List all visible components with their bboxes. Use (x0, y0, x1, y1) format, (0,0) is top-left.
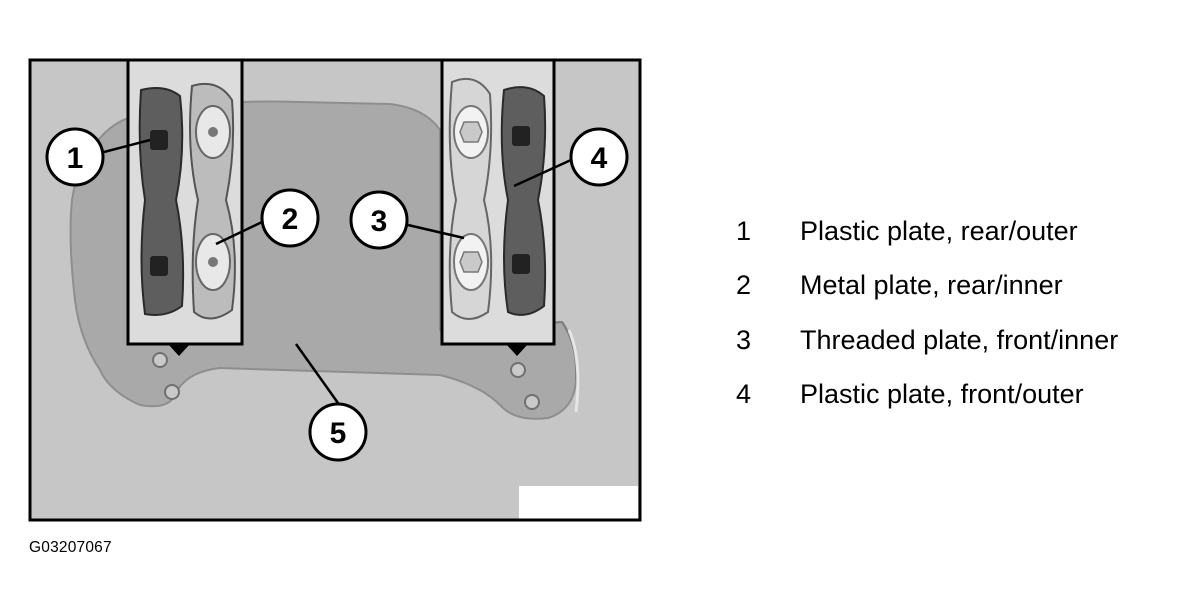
callout-3-label: 3 (371, 205, 388, 238)
legend-number: 2 (736, 270, 752, 301)
legend-item: 2 Metal plate, rear/inner (736, 259, 1186, 314)
callout-2: 2 (260, 188, 320, 248)
diagram-figure: 1 2 3 4 5 (28, 58, 642, 522)
callout-1: 1 (45, 127, 105, 187)
legend-text: Plastic plate, front/outer (800, 379, 1084, 410)
legend-number: 3 (736, 324, 752, 355)
callout-5: 5 (308, 402, 368, 462)
legend-item: 4 Plastic plate, front/outer (736, 368, 1186, 423)
plate-3-hex-top (459, 121, 483, 143)
legend-item: 3 Threaded plate, front/inner (736, 313, 1186, 368)
plate-1-stud-bottom (150, 256, 168, 276)
legend-text: Threaded plate, front/inner (800, 324, 1119, 355)
plate-2-hole-bottom (208, 257, 218, 267)
headrest-edge-highlight (567, 329, 580, 413)
leader-lines (103, 138, 572, 404)
parts-legend: 1 Plastic plate, rear/outer 2 Metal plat… (736, 204, 1186, 422)
photo-border (28, 58, 642, 522)
callout-1-label: 1 (67, 142, 84, 175)
plate-1-stud-top (150, 130, 168, 150)
callout-4: 4 (569, 127, 629, 187)
inset-pointer-front (506, 344, 528, 356)
callout-2-label: 2 (282, 203, 299, 236)
legend-item: 1 Plastic plate, rear/outer (736, 204, 1186, 259)
callout-5-label: 5 (330, 417, 347, 450)
legend-text: Plastic plate, rear/outer (800, 215, 1078, 246)
diagram-svg: 1 2 3 4 5 (28, 58, 642, 522)
mounting-holes (152, 352, 540, 410)
plate-2-hole-top (208, 127, 218, 137)
inset-pointer-rear (168, 344, 190, 356)
legend-number: 1 (736, 215, 752, 246)
legend-text: Metal plate, rear/inner (800, 270, 1063, 301)
plastic-plate-rear-outer (138, 87, 185, 316)
plate-4-stud-top (512, 126, 530, 146)
white-patch (519, 486, 638, 519)
plastic-plate-front-outer (500, 86, 547, 316)
plate-3-hex-bottom (459, 251, 483, 273)
callout-4-label: 4 (591, 142, 608, 175)
legend-number: 4 (736, 379, 752, 410)
callout-3: 3 (349, 190, 409, 250)
plate-4-stud-bottom (512, 254, 530, 274)
figure-id: G03207067 (29, 539, 112, 556)
